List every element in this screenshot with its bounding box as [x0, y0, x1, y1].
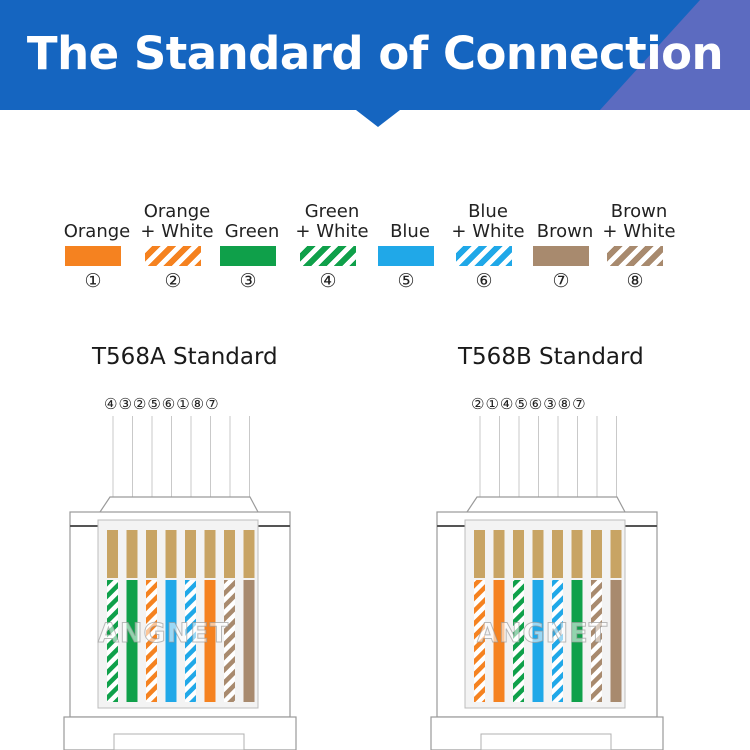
legend-item: Green+ White ④: [292, 196, 372, 296]
legend-swatch: [145, 246, 201, 266]
legend-item: Blue+ White ⑥: [448, 196, 528, 296]
contact-pin: [185, 530, 196, 578]
legend-label: Orange: [57, 196, 137, 242]
legend-swatch: [607, 246, 663, 266]
legend-label: Blue: [370, 196, 450, 242]
legend-label-line: Brown: [536, 221, 594, 242]
legend-item: Brown+ White ⑧: [599, 196, 679, 296]
contact-pin: [532, 530, 544, 578]
rj45-connector: [430, 416, 664, 750]
legend-label-line: Orange: [63, 221, 131, 242]
legend-label: Orange+ White: [137, 196, 217, 242]
wire-5: [165, 580, 177, 702]
wire-2: [474, 580, 485, 702]
t568a-title: T568A Standard: [92, 344, 278, 370]
legend-swatch: [65, 246, 121, 266]
legend-label-line: + White: [295, 221, 369, 242]
wire-7: [610, 580, 622, 702]
legend-label-line: + White: [140, 221, 214, 242]
contact-pin: [474, 530, 485, 578]
connector-tab: [466, 496, 626, 513]
legend-item: Blue ⑤: [370, 196, 450, 296]
wire-3: [126, 580, 138, 702]
legend-number: ①: [84, 270, 102, 292]
wire-6: [552, 580, 563, 702]
legend-label-line: Blue: [390, 221, 430, 242]
rj45-connector: [63, 416, 297, 750]
wire-5: [532, 580, 544, 702]
legend-number: ③: [239, 270, 257, 292]
contact-pin: [126, 530, 138, 578]
contact-pin: [107, 530, 118, 578]
contact-pin: [165, 530, 177, 578]
legend-swatch: [533, 246, 589, 266]
legend-swatch: [220, 246, 276, 266]
wire-4: [513, 580, 524, 702]
watermark-left: ANGNET: [97, 618, 230, 650]
connector-boot-inner: [113, 733, 245, 750]
wire-6: [185, 580, 196, 702]
legend-number: ⑧: [626, 270, 644, 292]
contact-pin: [243, 530, 255, 578]
contact-pin: [610, 530, 622, 578]
wire-3: [571, 580, 583, 702]
legend-item: Brown ⑦: [525, 196, 605, 296]
legend-label-line: Brown: [610, 201, 668, 222]
legend-item: Green ③: [212, 196, 292, 296]
legend-label-line: Blue: [468, 201, 508, 222]
t568b-sequence: ②①④⑤⑥③⑧⑦: [471, 395, 587, 413]
wire-1: [204, 580, 216, 702]
wire-2: [146, 580, 157, 702]
page-title: The Standard of Connection: [26, 27, 724, 80]
banner-accent-right: [600, 0, 750, 110]
t568b-title: T568B Standard: [458, 344, 644, 370]
watermark-right: ANGNET: [476, 618, 609, 650]
legend-swatch: [456, 246, 512, 266]
contact-pin: [146, 530, 157, 578]
legend-label-line: + White: [602, 221, 676, 242]
legend-item: Orange+ White ②: [137, 196, 217, 296]
legend-label: Blue+ White: [448, 196, 528, 242]
legend-number: ⑤: [397, 270, 415, 292]
legend-label: Brown: [525, 196, 605, 242]
legend-item: Orange ①: [57, 196, 137, 296]
connector-boot-inner: [480, 733, 612, 750]
contact-pin: [552, 530, 563, 578]
legend-label-line: + White: [451, 221, 525, 242]
legend-label-line: Green: [224, 221, 280, 242]
legend-swatch: [300, 246, 356, 266]
contact-pin: [204, 530, 216, 578]
legend-label-line: Green: [304, 201, 360, 222]
contact-pin: [513, 530, 524, 578]
wire-7: [243, 580, 255, 702]
legend-label-line: Orange: [143, 201, 211, 222]
contact-pin: [493, 530, 505, 578]
contact-pin: [591, 530, 602, 578]
legend-number: ⑥: [475, 270, 493, 292]
legend-number: ②: [164, 270, 182, 292]
contact-pin: [571, 530, 583, 578]
wire-1: [493, 580, 505, 702]
legend-number: ⑦: [552, 270, 570, 292]
legend-label: Green+ White: [292, 196, 372, 242]
connector-tab: [99, 496, 259, 513]
wire-8: [224, 580, 235, 702]
banner-background: [0, 0, 750, 127]
header-banner: [0, 0, 750, 127]
legend-number: ④: [319, 270, 337, 292]
legend-label: Green: [212, 196, 292, 242]
contact-pin: [224, 530, 235, 578]
wire-4: [107, 580, 118, 702]
t568a-sequence: ④③②⑤⑥①⑧⑦: [104, 395, 220, 413]
legend-swatch: [378, 246, 434, 266]
wire-8: [591, 580, 602, 702]
legend-label: Brown+ White: [599, 196, 679, 242]
